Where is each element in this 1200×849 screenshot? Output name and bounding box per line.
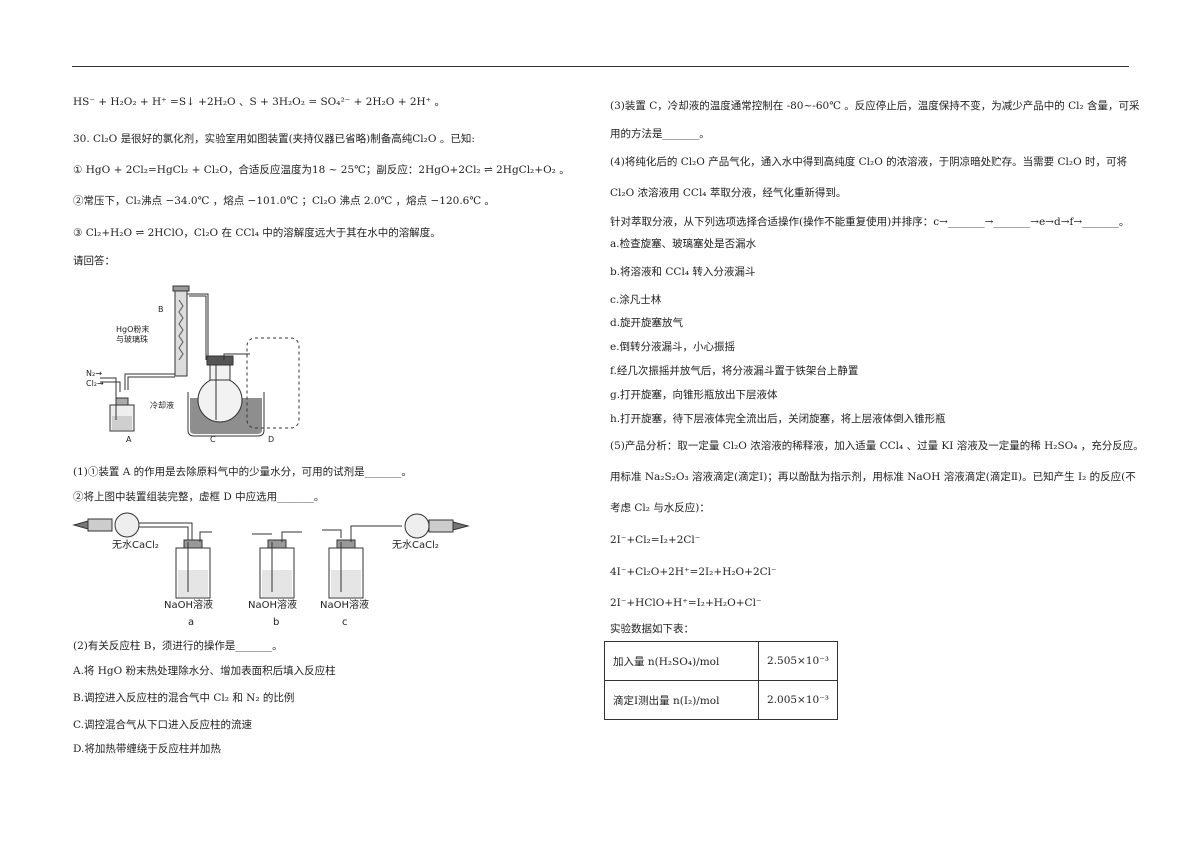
label-n2: N₂→ xyxy=(86,369,102,378)
q3-line2: 用的方法是_______。 xyxy=(610,128,710,140)
table-cell-value: 2.505×10⁻³ xyxy=(758,641,838,681)
step-e: e.倒转分液漏斗，小心振摇 xyxy=(610,341,736,353)
option-d: D.将加热带缠绕于反应柱并加热 xyxy=(73,743,221,755)
label-option-a: a xyxy=(188,617,194,628)
label-naoh-b: NaOH溶液 xyxy=(248,598,297,611)
drying-tube-c xyxy=(428,519,454,533)
label-c: C xyxy=(210,435,216,444)
label-hgo-1: HgO粉末 xyxy=(116,324,149,334)
table-cell-value: 2.005×10⁻³ xyxy=(758,680,838,720)
equation-2: 4I⁻+Cl₂O+2H⁺=2I₂+H₂O+2Cl⁻ xyxy=(610,566,777,578)
question-30-intro: 30. Cl₂O 是很好的氯化剂，实验室用如图装置(夹持仪器已省略)制备高纯Cl… xyxy=(73,133,475,145)
drying-tube-a xyxy=(87,518,113,532)
label-hgo-2: 与玻璃珠 xyxy=(116,334,148,344)
q5-line1: (5)产品分析：取一定量 Cl₂O 浓溶液的稀释液，加入适量 CCl₄ 、过量 … xyxy=(610,440,1144,452)
data-table-caption: 实验数据如下表： xyxy=(610,623,694,635)
q1-part2: ②将上图中装置组装完整，虚框 D 中应选用_______。 xyxy=(73,491,325,503)
equation-1: 2I⁻+Cl₂=I₂+2Cl⁻ xyxy=(610,534,701,546)
label-a: A xyxy=(126,435,132,444)
label-option-c: c xyxy=(342,617,348,628)
step-c: c.涂凡士林 xyxy=(610,294,662,306)
cacl2-bulb-a xyxy=(114,512,140,538)
step-d: d.旋开旋塞放气 xyxy=(610,317,684,329)
options-figure: 无水CaCl₂ NaOH溶液 NaOH溶液 NaOH溶液 无水CaCl₂ a b… xyxy=(72,512,470,628)
equation-3: 2I⁻+HClO+H⁺=I₂+H₂O+Cl⁻ xyxy=(610,597,762,609)
label-naoh-a: NaOH溶液 xyxy=(164,598,213,611)
step-b: b.将溶液和 CCl₄ 转入分液漏斗 xyxy=(610,266,756,278)
option-b: B.调控进入反应柱的混合气中 Cl₂ 和 N₂ 的比例 xyxy=(73,692,295,704)
apparatus-figure: B HgO粉末 与玻璃珠 N₂→ Cl₂→ 冷却液 A C D xyxy=(86,285,300,444)
label-d: D xyxy=(268,435,274,444)
q4-line1: (4)将纯化后的 Cl₂O 产品气化，通入水中得到高纯度 Cl₂O 的浓溶液，于… xyxy=(610,156,1128,168)
q3-line1: (3)装置 C，冷却液的温度通常控制在 -80~-60℃ 。反应停止后，温度保持… xyxy=(610,100,1140,112)
step-g: g.打开旋塞，向锥形瓶放出下层液体 xyxy=(610,389,778,401)
label-cacl2-c: 无水CaCl₂ xyxy=(392,539,439,551)
label-option-b: b xyxy=(273,617,279,628)
label-coolant: 冷却液 xyxy=(150,400,174,410)
label-b: B xyxy=(158,305,164,314)
q5-line2: 用标准 Na₂S₂O₃ 溶液滴定(滴定Ⅰ)；再以酚酞为指示剂，用标准 NaOH … xyxy=(610,471,1136,483)
known-2: ②常压下，Cl₂沸点 −34.0℃ ，熔点 −101.0℃ ；Cl₂O 沸点 2… xyxy=(73,195,495,207)
table-cell-label: 滴定Ⅰ测出量 n(I₂)/mol xyxy=(604,680,759,720)
dashed-box-d xyxy=(246,337,300,429)
please-answer: 请回答： xyxy=(73,255,115,267)
label-cl2: Cl₂→ xyxy=(86,379,104,388)
table-row: 加入量 n(H₂SO₄)/mol 2.505×10⁻³ xyxy=(604,641,838,681)
option-c: C.调控混合气从下口进入反应柱的流速 xyxy=(73,719,252,731)
known-3: ③ Cl₂+H₂O ⇌ 2HClO，Cl₂O 在 CCl₄ 中的溶解度远大于其在… xyxy=(73,227,441,239)
option-a: A.将 HgO 粉末热处理除水分、增加表面积后填入反应柱 xyxy=(73,665,336,677)
step-f: f.经几次振摇并放气后，将分液漏斗置于铁架台上静置 xyxy=(610,365,859,377)
q2: (2)有关反应柱 B，须进行的操作是_______。 xyxy=(73,640,283,652)
q1-part1: (1)①装置 A 的作用是去除原料气中的少量水分，可用的试剂是_______。 xyxy=(73,466,412,478)
label-cacl2-a: 无水CaCl₂ xyxy=(112,539,159,551)
q4-line2: Cl₂O 浓溶液用 CCl₄ 萃取分液，经气化重新得到。 xyxy=(610,187,847,199)
label-naoh-c: NaOH溶液 xyxy=(320,598,369,611)
text-line: HS⁻ + H₂O₂ + H⁺ =S↓ +2H₂O 、S + 3H₂O₂ = S… xyxy=(73,96,446,108)
step-a: a.检查旋塞、玻璃塞处是否漏水 xyxy=(610,238,757,250)
q5-line3: 考虑 Cl₂ 与水反应)： xyxy=(610,502,710,514)
table-cell-label: 加入量 n(H₂SO₄)/mol xyxy=(604,641,759,681)
experiment-data-table: 加入量 n(H₂SO₄)/mol 2.505×10⁻³ 滴定Ⅰ测出量 n(I₂)… xyxy=(604,641,838,720)
q4-prompt: 针对萃取分液，从下列选项选择合适操作(操作不能重复使用)并排序：c→______… xyxy=(610,216,1130,228)
header-rule xyxy=(72,66,1129,67)
known-1: ① HgO + 2Cl₂=HgCl₂ + Cl₂O，合适反应温度为18 ~ 25… xyxy=(73,164,570,176)
table-row: 滴定Ⅰ测出量 n(I₂)/mol 2.005×10⁻³ xyxy=(604,680,838,720)
step-h: h.打开旋塞，待下层液体完全流出后，关闭旋塞，将上层液体倒入锥形瓶 xyxy=(610,413,946,425)
cacl2-bulb-c xyxy=(404,513,430,539)
